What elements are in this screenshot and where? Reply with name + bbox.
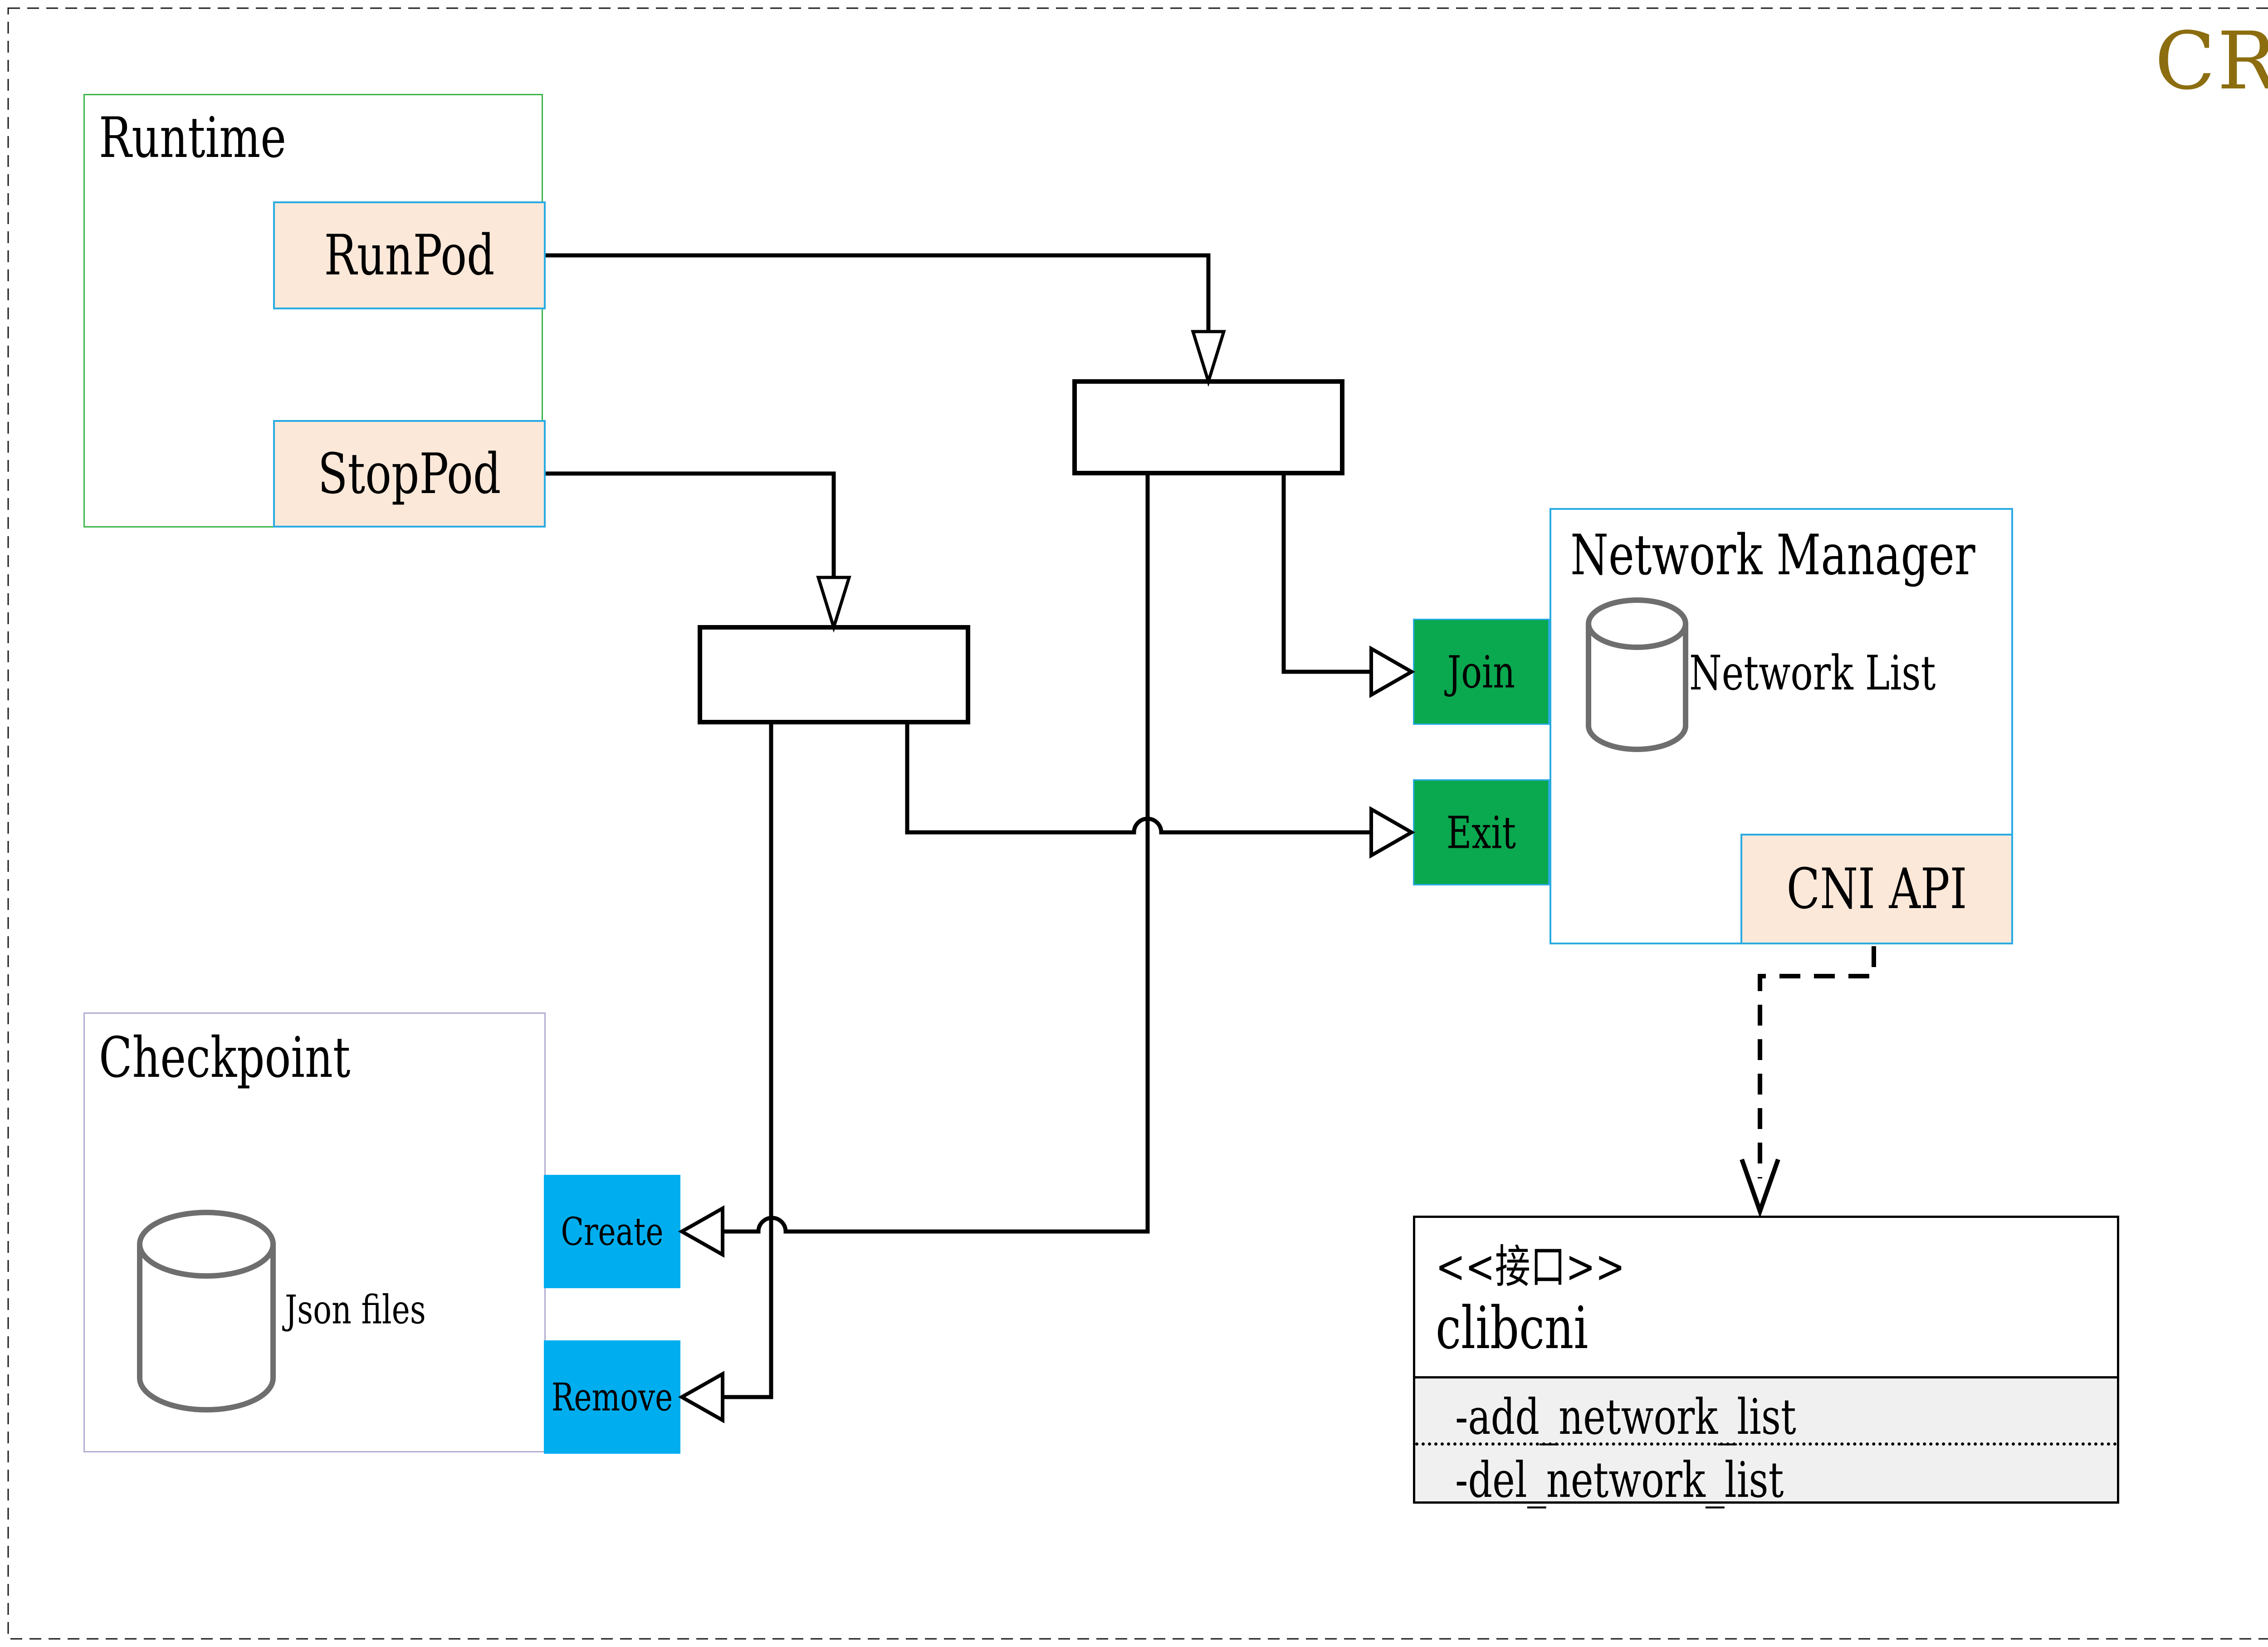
interface-stereotype: <<接口>> [1436, 1241, 1625, 1294]
stoppod-node: StopPod [273, 420, 546, 528]
create-node: Create [544, 1175, 680, 1288]
junction-box-1 [1072, 379, 1344, 475]
arrowhead-junction1 [1191, 330, 1226, 387]
junction-box-2 [698, 625, 970, 724]
connector-junction1-join [1281, 475, 1372, 674]
remove-node: Remove [544, 1340, 680, 1454]
arrowhead-clibcni [1740, 1158, 1780, 1218]
arrowhead-join [1369, 645, 1416, 698]
connector-junction2-remove [723, 724, 773, 1399]
checkpoint-label: Checkpoint [99, 1025, 351, 1090]
arrowhead-create [678, 1205, 724, 1258]
network-manager-label: Network Manager [1570, 523, 1975, 588]
clibcni-methods-section: -add_network_list -del_network_list [1415, 1376, 2117, 1508]
connector-cniapi-clibcni [1758, 946, 1876, 1178]
runtime-label: Runtime [99, 105, 287, 171]
arrowhead-exit [1369, 806, 1416, 859]
page-title: CRI [2155, 15, 2268, 108]
connector-junction2-exit [905, 724, 1372, 835]
runpod-node: RunPod [273, 201, 546, 309]
method-del-network-list: -del_network_list [1415, 1442, 2117, 1508]
connector-junction1-create [723, 475, 1150, 1234]
arrowhead-remove [678, 1371, 724, 1423]
clibcni-interface-box: <<接口>> clibcni -add_network_list -del_ne… [1413, 1216, 2119, 1508]
network-list-label: Network List [1689, 646, 1936, 701]
exit-node: Exit [1413, 779, 1549, 885]
clibcni-header: <<接口>> clibcni [1415, 1218, 2117, 1376]
interface-name: clibcni [1436, 1294, 1589, 1362]
json-files-label: Json files [285, 1287, 426, 1334]
method-add-network-list: -add_network_list [1455, 1388, 1796, 1445]
join-node: Join [1413, 619, 1549, 725]
connector-runpod-junction1 [546, 253, 1211, 332]
cni-api-node: CNI API [1740, 834, 2013, 944]
connector-stoppod-junction2 [546, 471, 836, 577]
arrowhead-junction2 [816, 576, 851, 633]
